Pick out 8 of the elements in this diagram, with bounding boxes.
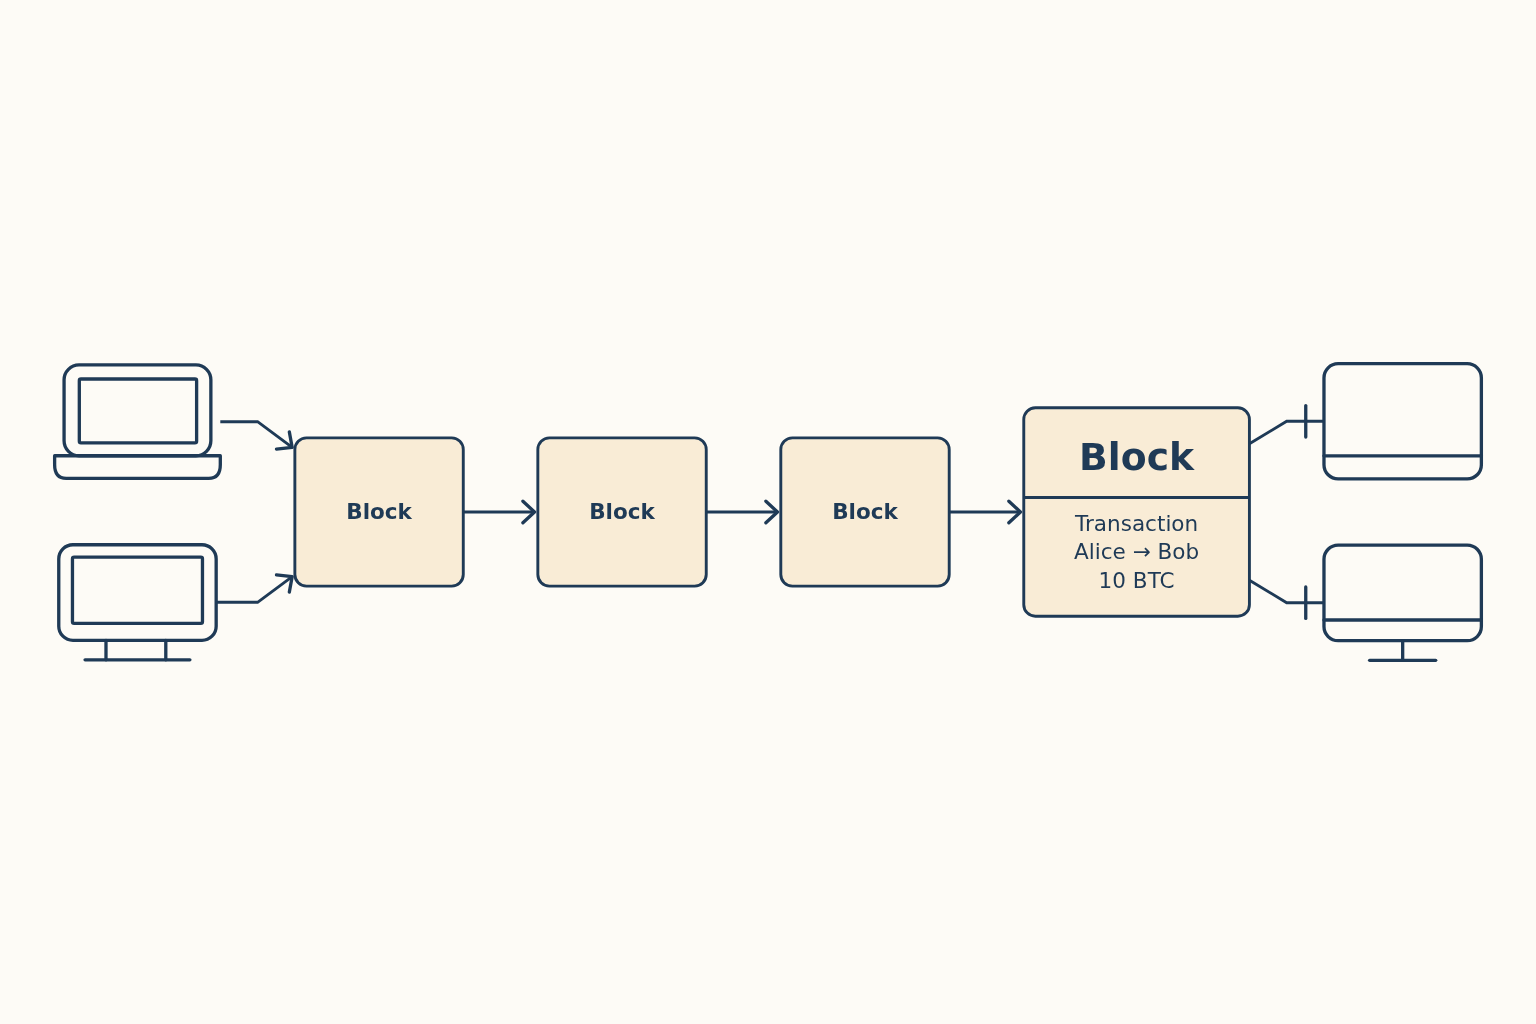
arrow bbox=[463, 499, 537, 525]
arrow bbox=[220, 420, 294, 451]
arrow bbox=[216, 573, 294, 604]
arrow bbox=[949, 499, 1023, 525]
node-box: Block bbox=[293, 436, 465, 588]
node-box: Block bbox=[536, 436, 708, 588]
arrow bbox=[706, 499, 780, 525]
node-box: Block bbox=[779, 436, 951, 588]
